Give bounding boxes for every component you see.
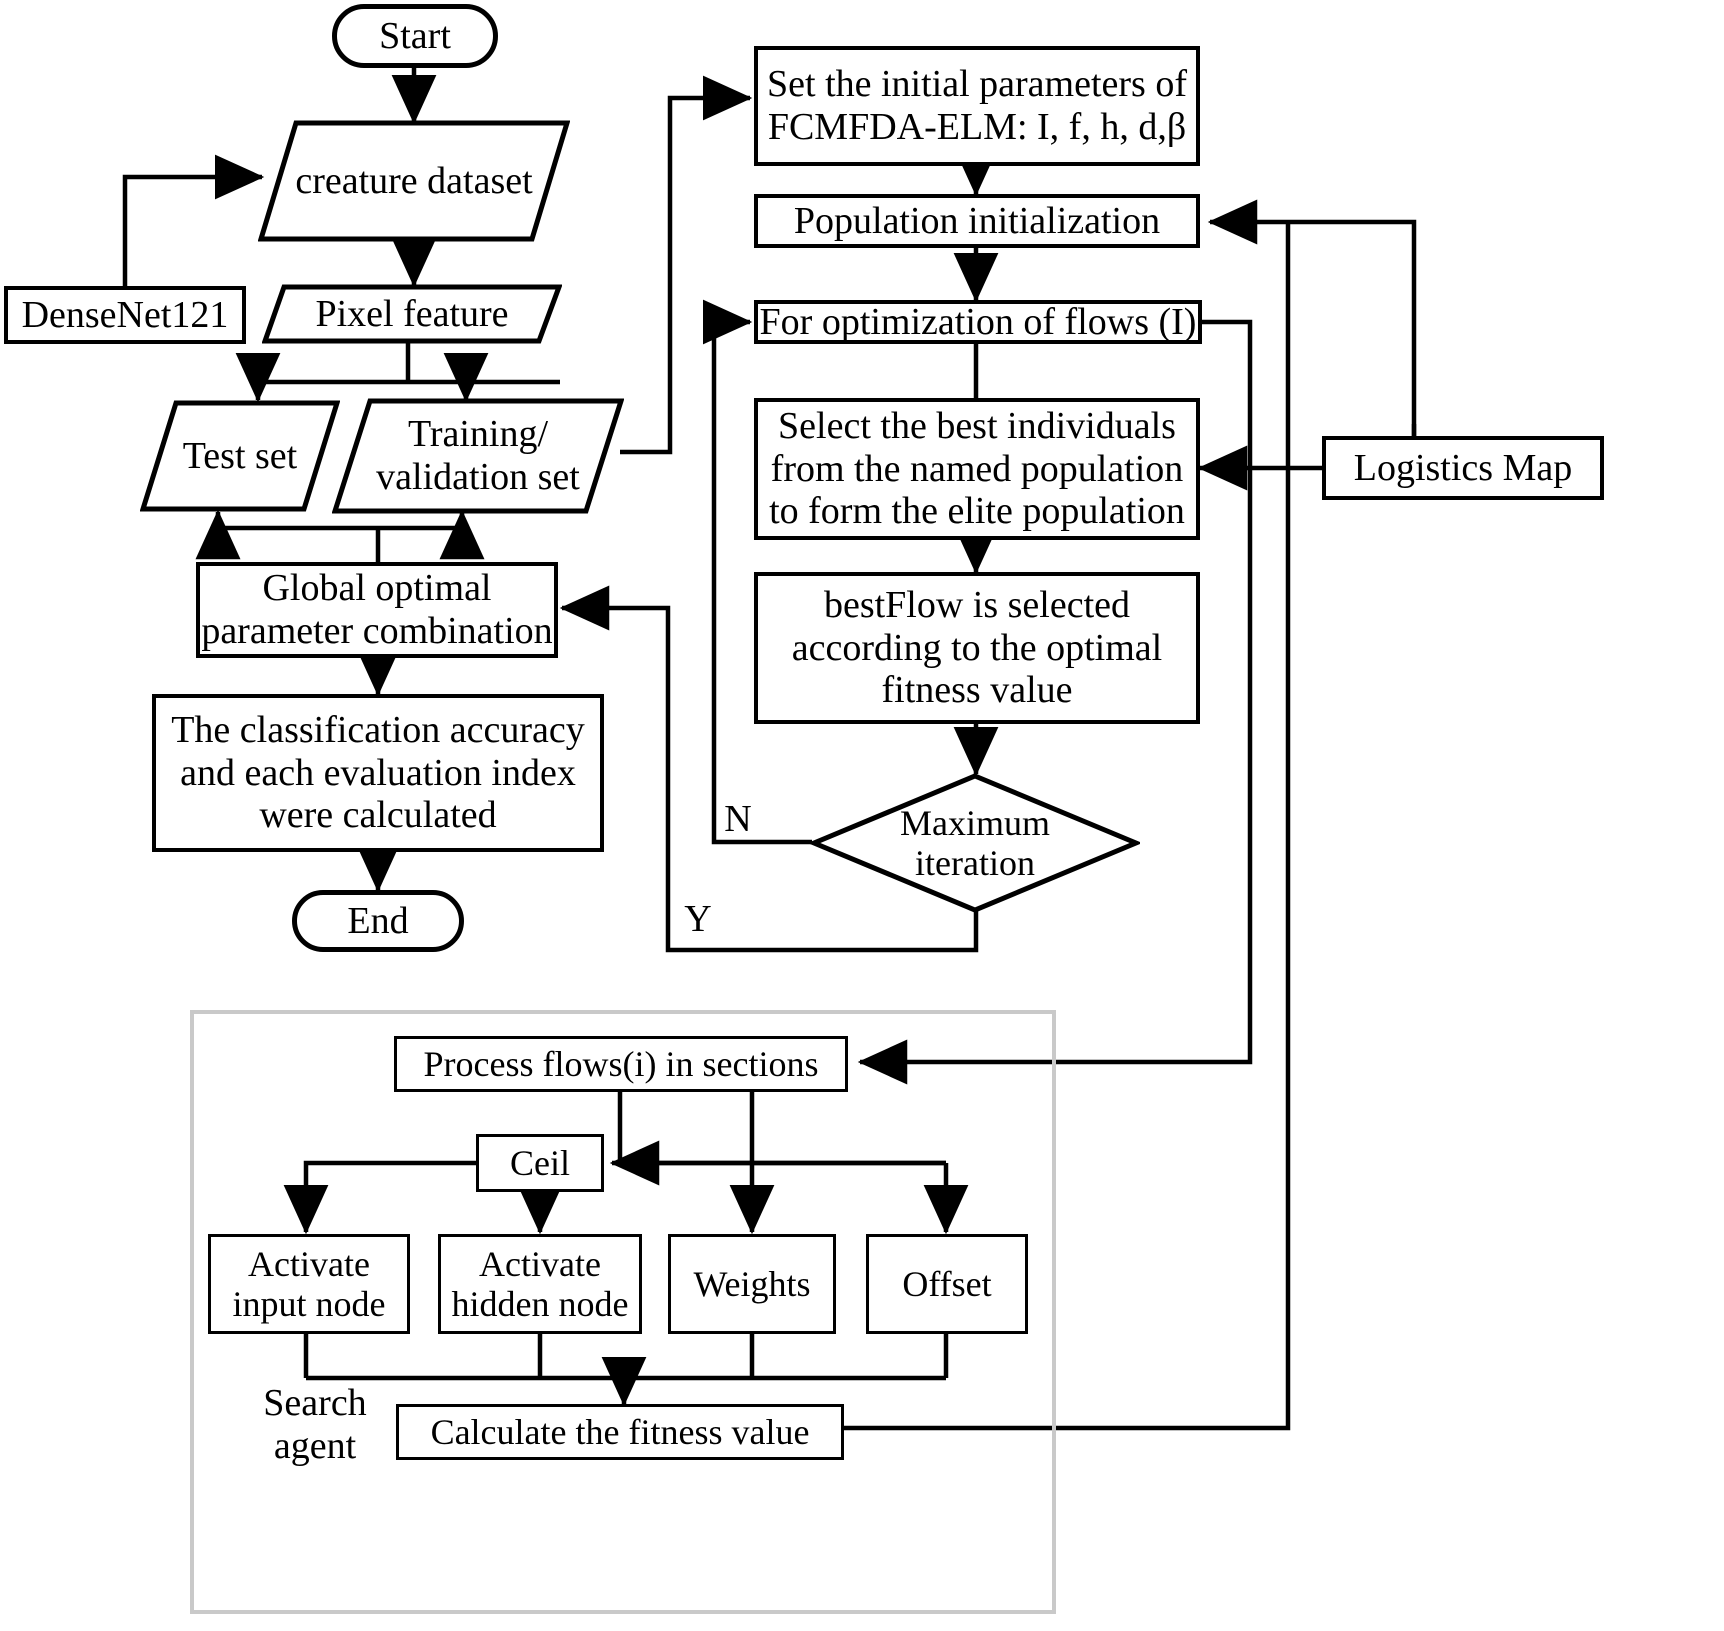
set-initial-parameters-node[interactable]: Set the initial parameters of FCMFDA-ELM… — [754, 46, 1200, 166]
logistics-map-label: Logistics Map — [1353, 446, 1573, 489]
process-flows-label: Process flows(i) in sections — [423, 1043, 819, 1084]
activate-hidden-node-label: Activate hidden node — [451, 1243, 629, 1324]
search-agent-group — [190, 1010, 1056, 1614]
for-optimization-node[interactable]: For optimization of flows (I) — [754, 300, 1202, 344]
weights-label: Weights — [693, 1263, 811, 1304]
offset-node[interactable]: Offset — [866, 1234, 1028, 1334]
offset-label: Offset — [902, 1263, 992, 1304]
best-flow-label: bestFlow is selected according to the op… — [791, 584, 1163, 712]
ceil-node[interactable]: Ceil — [476, 1134, 604, 1192]
process-flows-node[interactable]: Process flows(i) in sections — [394, 1036, 848, 1092]
test-set-label: Test set — [182, 434, 298, 477]
creature-dataset-node[interactable]: creature dataset — [258, 120, 570, 242]
decision-no-label: N — [724, 798, 752, 840]
pixel-feature-node[interactable]: Pixel feature — [262, 284, 562, 344]
test-set-node[interactable]: Test set — [140, 400, 340, 512]
select-best-individuals-node[interactable]: Select the best individuals from the nam… — [754, 398, 1200, 540]
edge-logistics-to-popinit — [1207, 199, 1417, 436]
classification-accuracy-label: The classification accuracy and each eva… — [171, 709, 585, 837]
weights-node[interactable]: Weights — [668, 1234, 836, 1334]
start-terminator[interactable]: Start — [332, 4, 498, 68]
global-optimal-label: Global optimal parameter combination — [201, 567, 553, 652]
set-initial-parameters-label: Set the initial parameters of FCMFDA-ELM… — [767, 63, 1187, 148]
parallelogram-shape — [332, 398, 624, 514]
best-flow-node[interactable]: bestFlow is selected according to the op… — [754, 572, 1200, 724]
pixel-feature-label: Pixel feature — [315, 292, 509, 335]
calculate-fitness-node[interactable]: Calculate the fitness value — [396, 1404, 844, 1460]
parallelogram-shape — [140, 400, 340, 512]
ceil-label: Ceil — [510, 1142, 570, 1183]
edge-training-to-setparams — [620, 75, 753, 455]
logistics-map-node[interactable]: Logistics Map — [1322, 436, 1604, 500]
decision-yes-label: Y — [684, 898, 712, 940]
activate-input-node-label: Activate input node — [232, 1243, 386, 1324]
end-label: End — [347, 899, 409, 942]
edge-densenet-to-dataset — [122, 154, 265, 286]
population-initialization-label: Population initialization — [793, 199, 1161, 242]
classification-accuracy-node[interactable]: The classification accuracy and each eva… — [152, 694, 604, 852]
select-best-individuals-label: Select the best individuals from the nam… — [769, 405, 1185, 533]
end-terminator[interactable]: End — [292, 890, 464, 952]
search-agent-caption: Search agent — [263, 1382, 367, 1467]
global-optimal-node[interactable]: Global optimal parameter combination — [196, 562, 558, 658]
for-optimization-label: For optimization of flows (I) — [759, 300, 1197, 343]
training-validation-set-label: Training/ validation set — [376, 413, 580, 498]
densenet121-label: DenseNet121 — [21, 293, 229, 336]
start-label: Start — [379, 14, 451, 57]
parallelogram-shape — [262, 284, 562, 344]
calculate-fitness-label: Calculate the fitness value — [430, 1411, 810, 1452]
population-initialization-node[interactable]: Population initialization — [754, 194, 1200, 248]
creature-dataset-label: creature dataset — [295, 159, 533, 202]
maximum-iteration-label: Maximum iteration — [900, 802, 1050, 883]
activate-hidden-node[interactable]: Activate hidden node — [438, 1234, 642, 1334]
densenet121-node[interactable]: DenseNet121 — [4, 286, 246, 344]
activate-input-node[interactable]: Activate input node — [208, 1234, 410, 1334]
parallelogram-shape — [258, 120, 570, 242]
maximum-iteration-decision[interactable]: Maximum iteration — [810, 772, 1140, 914]
training-validation-set-node[interactable]: Training/ validation set — [332, 398, 624, 514]
diamond-shape — [810, 773, 1140, 913]
